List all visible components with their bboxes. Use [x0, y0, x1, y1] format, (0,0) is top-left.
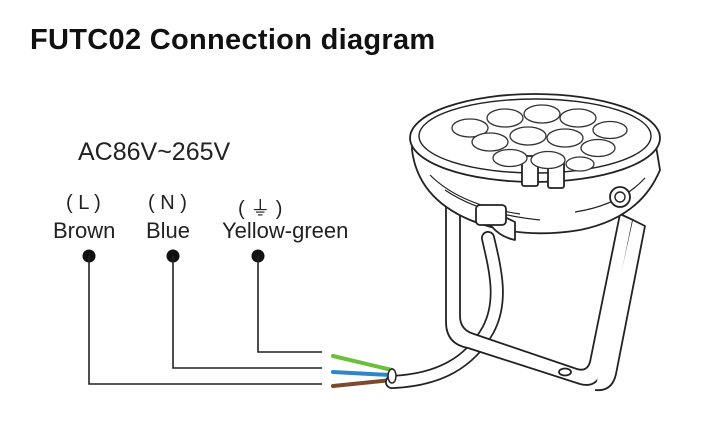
blue-conductor [331, 370, 392, 377]
neutral-symbol: ( N ) [148, 192, 187, 214]
neutral-connection-line [172, 256, 322, 369]
yellow-green-conductor [331, 354, 394, 372]
ground-connection-line [257, 256, 322, 353]
brown-wire-label: Brown [53, 218, 116, 243]
live-connection-line [88, 256, 322, 385]
ground-symbol: ( ⏚ ) [238, 198, 283, 220]
diagram-title: FUTC02 Connection diagram [30, 24, 436, 56]
live-symbol: ( L ) [66, 192, 101, 214]
led-lenses [451, 104, 628, 172]
yellow-green-wire-label: Yellow-green [222, 218, 349, 243]
power-cable [385, 231, 504, 389]
voltage-label: AC86V~265V [78, 138, 231, 166]
brown-conductor [331, 378, 394, 388]
blue-wire-label: Blue [146, 218, 191, 243]
